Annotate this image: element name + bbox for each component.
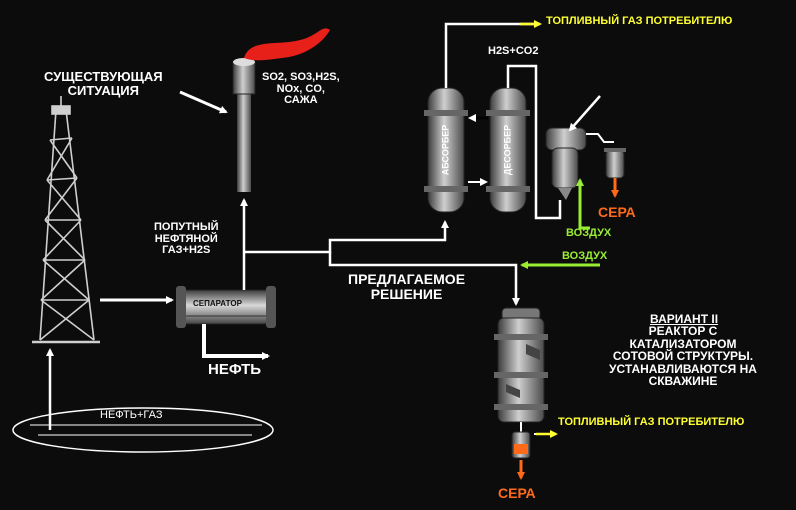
sulfur-collector-bottom bbox=[511, 431, 531, 459]
separator-label: СЕПАРАТОР bbox=[193, 299, 242, 308]
separator-vessel bbox=[176, 286, 276, 328]
gas-to-absorber-line bbox=[244, 220, 449, 254]
oil-output-label: НЕФТЬ bbox=[208, 361, 262, 378]
sulfur-label-bottom: СЕРА bbox=[498, 485, 536, 501]
variant-description: РЕАКТОР С КАТАЛИЗАТОРОМ СОТОВОЙ СТРУКТУР… bbox=[609, 324, 757, 389]
sulfur-unit-transfer-line bbox=[586, 133, 614, 143]
flame-icon bbox=[244, 28, 330, 61]
sulfur-unit-pointer bbox=[568, 95, 601, 132]
absorber-label: АБСОРБЕР bbox=[440, 124, 451, 176]
air-label-top: ВОЗДУХ bbox=[566, 227, 612, 239]
proposed-solution-title: ПРЕДЛАГАЕМОЕ РЕШЕНИЕ bbox=[348, 271, 466, 302]
sulfur-reactor-top bbox=[545, 127, 587, 200]
fuel-gas-label-bottom: ТОПЛИВНЫЙ ГАЗ ПОТРЕБИТЕЛЮ bbox=[558, 416, 745, 428]
flare-emissions-label: SO2, SO3,H2S, NOx, CO, САЖА bbox=[262, 71, 340, 107]
catalytic-reactor bbox=[494, 307, 548, 423]
acid-gas-label: H2S+CO2 bbox=[488, 45, 539, 57]
desorber-label: ДЕСОРБЕР bbox=[502, 124, 513, 176]
flare-stack bbox=[232, 58, 256, 192]
reservoir bbox=[12, 407, 274, 453]
fuel-gas-line bbox=[444, 22, 534, 88]
air-arrow-top bbox=[576, 178, 590, 230]
associated-gas-label: ПОПУТНЫЙ НЕФТЯНОЙ ГАЗ+H2S bbox=[154, 221, 219, 257]
sulfur-collector-top bbox=[604, 148, 626, 179]
oil-derrick-icon bbox=[32, 96, 100, 344]
oil-output-arrow bbox=[202, 324, 270, 360]
desorber-column bbox=[486, 87, 530, 213]
reservoir-label: НЕФТЬ+ГАЗ bbox=[100, 409, 163, 421]
gas-to-reactor-line bbox=[328, 252, 520, 306]
sulfur-label-top: СЕРА bbox=[598, 204, 636, 220]
existing-situation-title: СУЩЕСТВУЮЩАЯ СИТУАЦИЯ bbox=[44, 69, 163, 98]
existing-pointer-arrow bbox=[179, 90, 228, 114]
variant-title: ВАРИАНТ II bbox=[650, 312, 719, 326]
air-label-bottom: ВОЗДУХ bbox=[562, 250, 608, 262]
acid-gas-line bbox=[506, 64, 562, 220]
fuel-gas-label-top: ТОПЛИВНЫЙ ГАЗ ПОТРЕБИТЕЛЮ bbox=[546, 15, 733, 27]
